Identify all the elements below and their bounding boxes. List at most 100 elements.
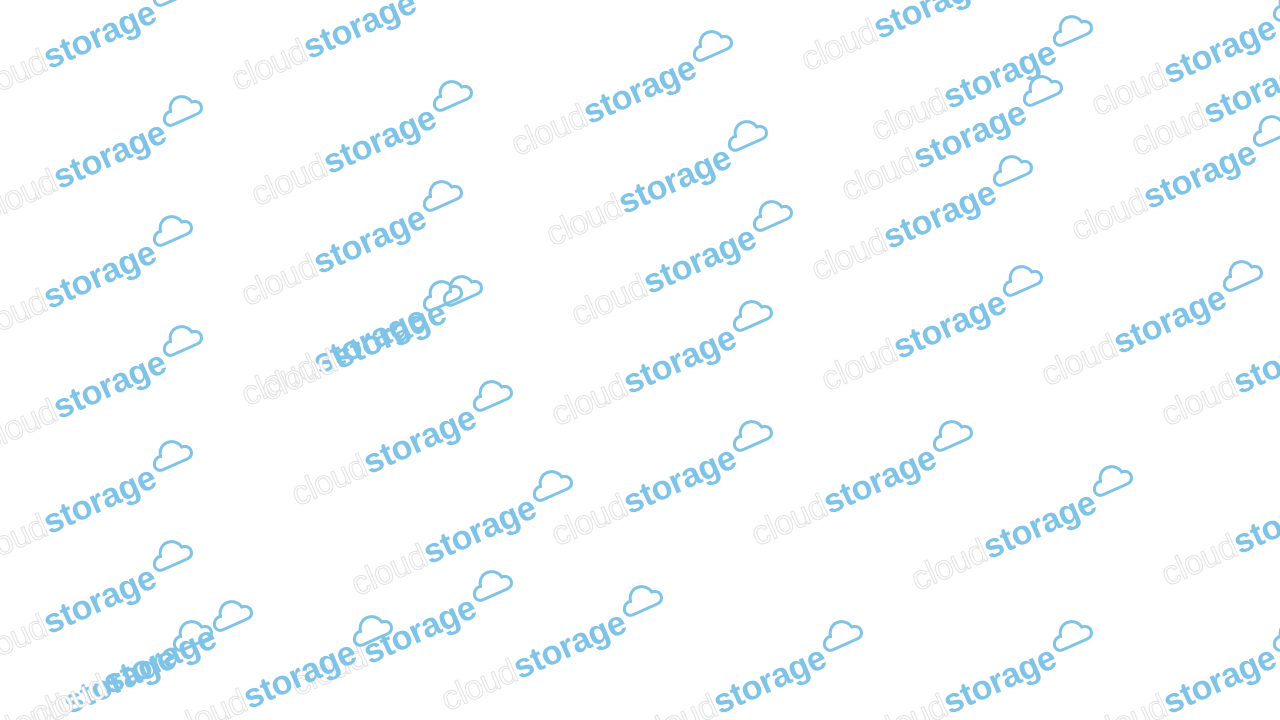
cloud-icon: [724, 411, 779, 462]
logo-word-cloud: cloud: [1155, 367, 1243, 435]
logo-word-storage: storage: [37, 458, 162, 542]
logo-word-cloud: cloud: [25, 667, 113, 720]
cloud-icon: [414, 171, 469, 222]
logo-word-cloud: cloud: [1155, 527, 1243, 595]
logo-word-storage: storage: [47, 113, 172, 197]
logo-word-cloud: cloud: [435, 652, 523, 720]
cloud-icon: [1264, 0, 1280, 31]
logo-word-storage: storage: [47, 343, 172, 427]
cloud-icon: [164, 611, 219, 662]
logo-word-cloud: cloud: [805, 222, 893, 290]
cloud-icon: [154, 316, 209, 367]
cloud-icon: [1214, 251, 1269, 302]
logo-word-cloud: cloud: [1035, 327, 1123, 395]
logo-word-cloud: cloud: [565, 267, 653, 335]
cloud-icon: [1044, 6, 1099, 57]
logo-word-storage: storage: [617, 318, 742, 402]
cloud-icon: [144, 531, 199, 582]
logo-word-storage: storage: [37, 233, 162, 317]
cloud-icon: [414, 271, 469, 322]
logo-word-cloud: cloud: [1065, 182, 1153, 250]
logo-word-cloud: cloud: [865, 687, 953, 720]
logo-word-storage: storage: [617, 438, 742, 522]
logo-word-cloud: cloud: [235, 247, 323, 315]
logo-word-storage: storage: [307, 198, 432, 282]
logo-word-cloud: cloud: [905, 532, 993, 600]
logo-word-storage: storage: [977, 483, 1102, 567]
cloud-icon: [719, 111, 774, 162]
logo-word-storage: storage: [317, 98, 442, 182]
logo-word-cloud: cloud: [165, 682, 253, 720]
logo-word-cloud: cloud: [345, 537, 433, 605]
logo-word-cloud: cloud: [245, 147, 333, 215]
cloud-icon: [1264, 611, 1280, 662]
cloud-icon: [1084, 456, 1139, 507]
logo-word-cloud: cloud: [540, 187, 628, 255]
logo-word-storage: storage: [612, 138, 737, 222]
cloud-icon: [924, 411, 979, 462]
cloud-icon: [524, 461, 579, 512]
cloud-icon: [434, 266, 489, 317]
logo-word-storage: storage: [1227, 318, 1280, 402]
cloud-icon: [154, 86, 209, 137]
logo-word-cloud: cloud: [285, 447, 373, 515]
cloud-icon: [994, 256, 1049, 307]
logo-word-cloud: cloud: [545, 367, 633, 435]
logo-word-storage: storage: [637, 218, 762, 302]
logo-word-cloud: cloud: [225, 32, 313, 100]
logo-word-storage: storage: [867, 0, 992, 47]
cloud-icon: [344, 606, 399, 657]
logo-word-storage: storage: [817, 438, 942, 522]
logo-word-storage: storage: [37, 0, 162, 77]
cloud-icon: [724, 291, 779, 342]
cloud-icon: [684, 21, 739, 72]
logo-word-storage: storage: [887, 283, 1012, 367]
logo-word-storage: storage: [297, 0, 422, 67]
cloud-icon: [1044, 611, 1099, 662]
logo-word-cloud: cloud: [635, 687, 723, 720]
logo-word-storage: storage: [1107, 278, 1232, 362]
cloud-icon: [984, 146, 1039, 197]
logo-word-storage: storage: [707, 638, 832, 720]
logo-word-storage: storage: [327, 293, 452, 377]
logo-word-storage: storage: [1227, 478, 1280, 562]
logo-word-storage: storage: [417, 488, 542, 572]
logo-word-cloud: cloud: [815, 332, 903, 400]
cloud-icon: [464, 371, 519, 422]
logo-word-storage: storage: [507, 603, 632, 687]
cloud-icon: [424, 71, 479, 122]
cloud-icon: [614, 576, 669, 627]
logo-word-storage: storage: [937, 638, 1062, 720]
